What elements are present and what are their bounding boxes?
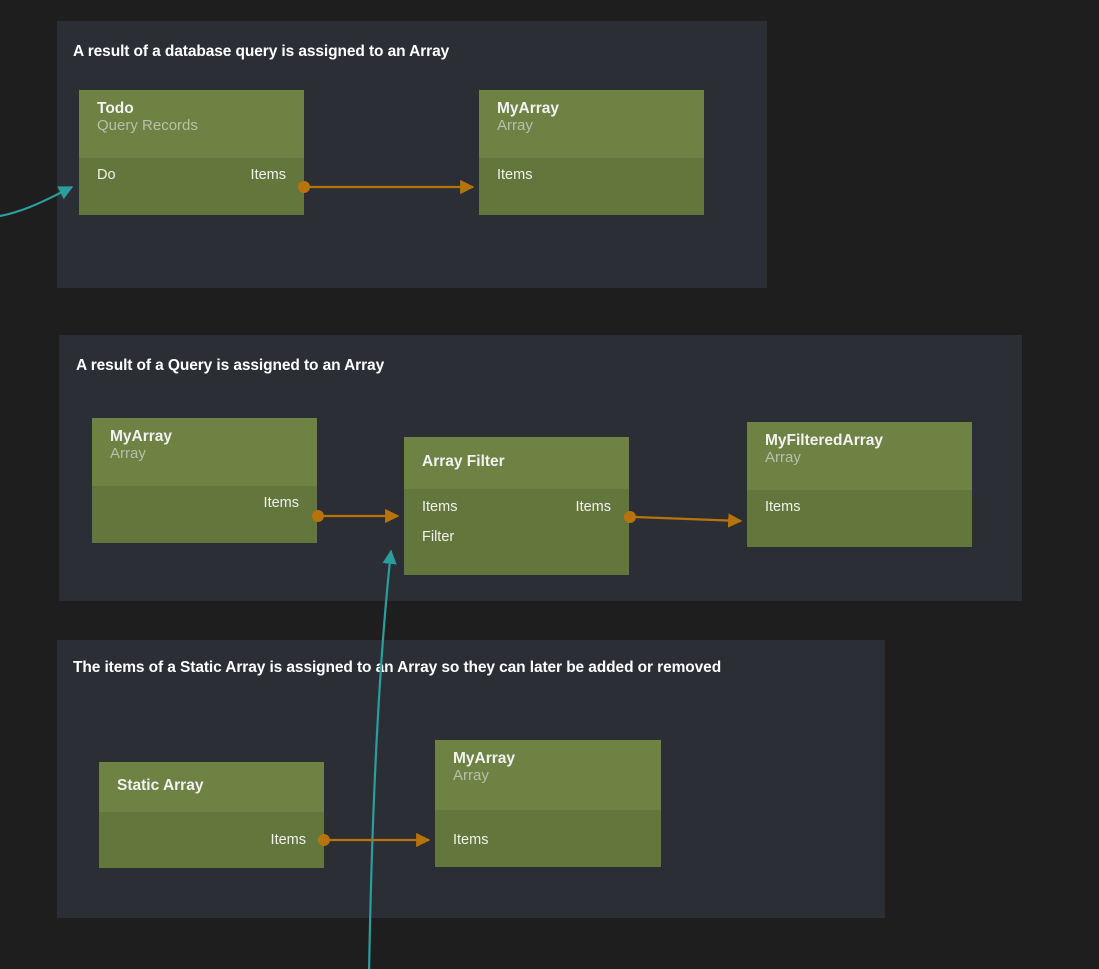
node-myfilteredarray-header: MyFilteredArray Array [747,422,972,490]
port-array-filter-out-items[interactable]: Items [575,499,611,515]
port-array-filter-in-items[interactable]: Items [422,499,458,515]
port-static-array-out-items[interactable]: Items [270,832,306,848]
node-array-filter-port-row-2: Filter [404,527,629,547]
node-myarray-2-title: MyArray [110,428,173,445]
panel-title-query-result: A result of a Query is assigned to an Ar… [76,357,385,374]
node-myarray-3[interactable]: MyArray Array Items [435,740,661,867]
node-todo-title: Todo [97,100,134,117]
port-myarray-2-out-items[interactable]: Items [263,495,299,511]
node-myfilteredarray-port-row-1: Items [747,497,972,517]
node-array-filter[interactable]: Array Filter Items Items Filter [404,437,629,575]
node-myarray-3-port-row-1: Items [435,830,661,850]
node-static-array-port-row-1: Items [99,830,324,850]
node-static-array-body: Items [99,812,324,868]
node-myfilteredarray-body: Items [747,490,972,547]
node-myarray-2[interactable]: MyArray Array Items [92,418,317,543]
port-todo-in-do[interactable]: Do [97,167,116,183]
node-myfilteredarray-title: MyFilteredArray [765,432,884,449]
node-myarray-3-header: MyArray Array [435,740,661,810]
port-myarray-1-in-items[interactable]: Items [497,167,533,183]
node-static-array-header: Static Array [99,762,324,812]
node-myarray-2-subtitle: Array [110,445,146,463]
node-myarray-3-title: MyArray [453,750,516,767]
node-array-filter-port-row-1: Items Items [404,497,629,517]
node-myarray-1-port-row-1: Items [479,165,704,185]
node-myarray-2-header: MyArray Array [92,418,317,486]
node-todo-port-row-1: Do Items [79,165,304,185]
node-myarray-1[interactable]: MyArray Array Items [479,90,704,215]
port-array-filter-in-filter[interactable]: Filter [422,529,455,545]
node-array-filter-title: Array Filter [422,453,505,470]
node-myarray-1-header: MyArray Array [479,90,704,158]
node-myarray-2-body: Items [92,486,317,543]
node-myfilteredarray-subtitle: Array [765,449,801,467]
port-myarray-3-in-items[interactable]: Items [453,832,489,848]
node-myarray-1-title: MyArray [497,100,560,117]
port-myfilteredarray-in-items[interactable]: Items [765,499,801,515]
node-static-array[interactable]: Static Array Items [99,762,324,868]
node-myarray-3-body: Items [435,810,661,867]
node-todo[interactable]: Todo Query Records Do Items [79,90,304,215]
node-myarray-1-body: Items [479,158,704,215]
node-myarray-3-subtitle: Array [453,767,489,785]
node-todo-header: Todo Query Records [79,90,304,158]
node-myarray-2-port-row-1: Items [92,493,317,513]
node-myarray-1-subtitle: Array [497,117,533,135]
panel-title-database-query: A result of a database query is assigned… [73,43,450,60]
panel-title-static-array: The items of a Static Array is assigned … [73,659,722,676]
node-todo-subtitle: Query Records [97,117,198,135]
node-myfilteredarray[interactable]: MyFilteredArray Array Items [747,422,972,547]
node-static-array-title: Static Array [117,777,204,794]
node-todo-body: Do Items [79,158,304,215]
node-array-filter-header: Array Filter [404,437,629,489]
port-todo-out-items[interactable]: Items [250,167,286,183]
node-array-filter-body: Items Items Filter [404,489,629,575]
